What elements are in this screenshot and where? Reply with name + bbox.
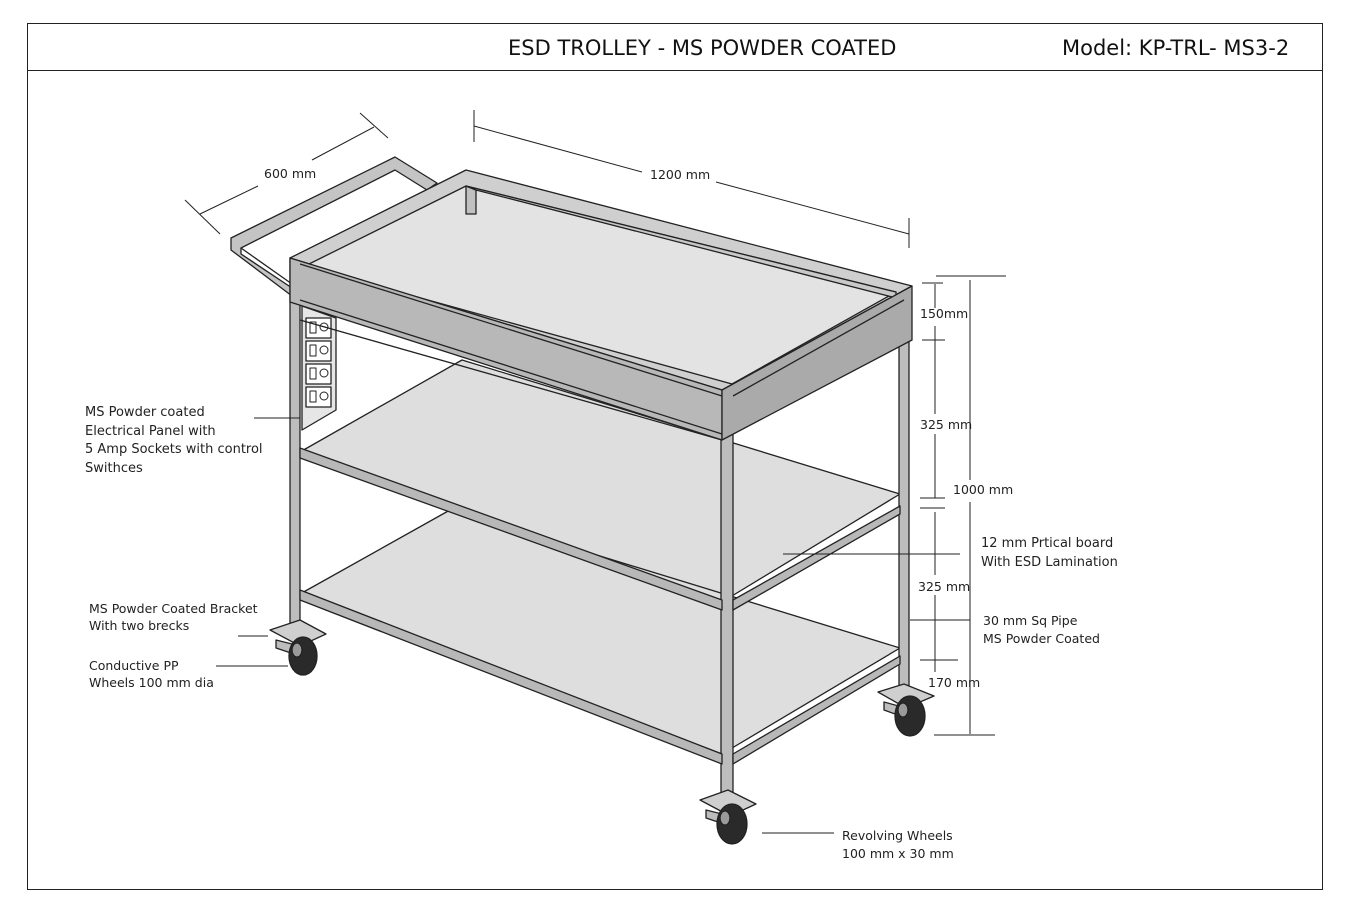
dim-length: 1200 mm — [650, 167, 711, 182]
dim-bottom-clearance: 170 mm — [928, 675, 981, 690]
callout-pipe: 30 mm Sq Pipe MS Powder Coated — [983, 612, 1100, 647]
callout-line: Wheels 100 mm dia — [89, 674, 214, 690]
push-handle — [230, 156, 438, 297]
callout-line: Revolving Wheels — [842, 828, 953, 843]
dim-width: 600 mm — [264, 166, 317, 181]
callout-line: With two brecks — [89, 617, 190, 633]
drawing-title: ESD TROLLEY - MS POWDER COATED — [508, 36, 897, 60]
callout-line: MS Powder Coated Bracket — [89, 601, 258, 616]
drawing-border — [27, 23, 1323, 890]
callout-line: With ESD Lamination — [981, 554, 1118, 570]
callout-line: MS Powder coated — [85, 405, 205, 420]
electrical-panel — [301, 305, 337, 431]
dim-total-height: 1000 mm — [953, 482, 1014, 497]
shelf-rails — [299, 447, 901, 765]
callout-line: 5 Amp Sockets with control — [85, 442, 263, 457]
callout-line: 100 mm x 30 mm — [842, 846, 954, 861]
dim-lower-gap: 325 mm — [918, 579, 971, 594]
callout-bracket: MS Powder Coated Bracket With two brecks — [89, 601, 258, 634]
callout-line: Electrical Panel with — [85, 423, 216, 439]
header-divider — [27, 70, 1323, 71]
wheel-front-center — [699, 789, 757, 845]
callout-pp-wheels: Conductive PP Wheels 100 mm dia — [89, 658, 214, 691]
top-tray — [289, 169, 913, 441]
wheel-front-left — [269, 619, 327, 676]
model-number: Model: KP-TRL- MS3-2 — [1062, 36, 1290, 60]
callout-line: MS Powder Coated — [983, 630, 1100, 646]
callout-line: Swithces — [85, 460, 143, 476]
callout-line: Conductive PP — [89, 658, 179, 673]
callout-board: 12 mm Prtical board With ESD Lamination — [981, 535, 1118, 572]
callout-line: 30 mm Sq Pipe — [983, 613, 1078, 628]
dimension-lines — [184, 110, 1006, 834]
dim-upper-gap: 325 mm — [920, 417, 973, 432]
callout-electrical-panel: MS Powder coated Electrical Panel with 5… — [85, 404, 263, 478]
dim-top-height: 150mm — [920, 306, 969, 321]
wheel-right — [877, 683, 935, 737]
callout-revolving-wheels: Revolving Wheels 100 mm x 30 mm — [842, 827, 954, 863]
callout-line: 12 mm Prtical board — [981, 536, 1114, 551]
